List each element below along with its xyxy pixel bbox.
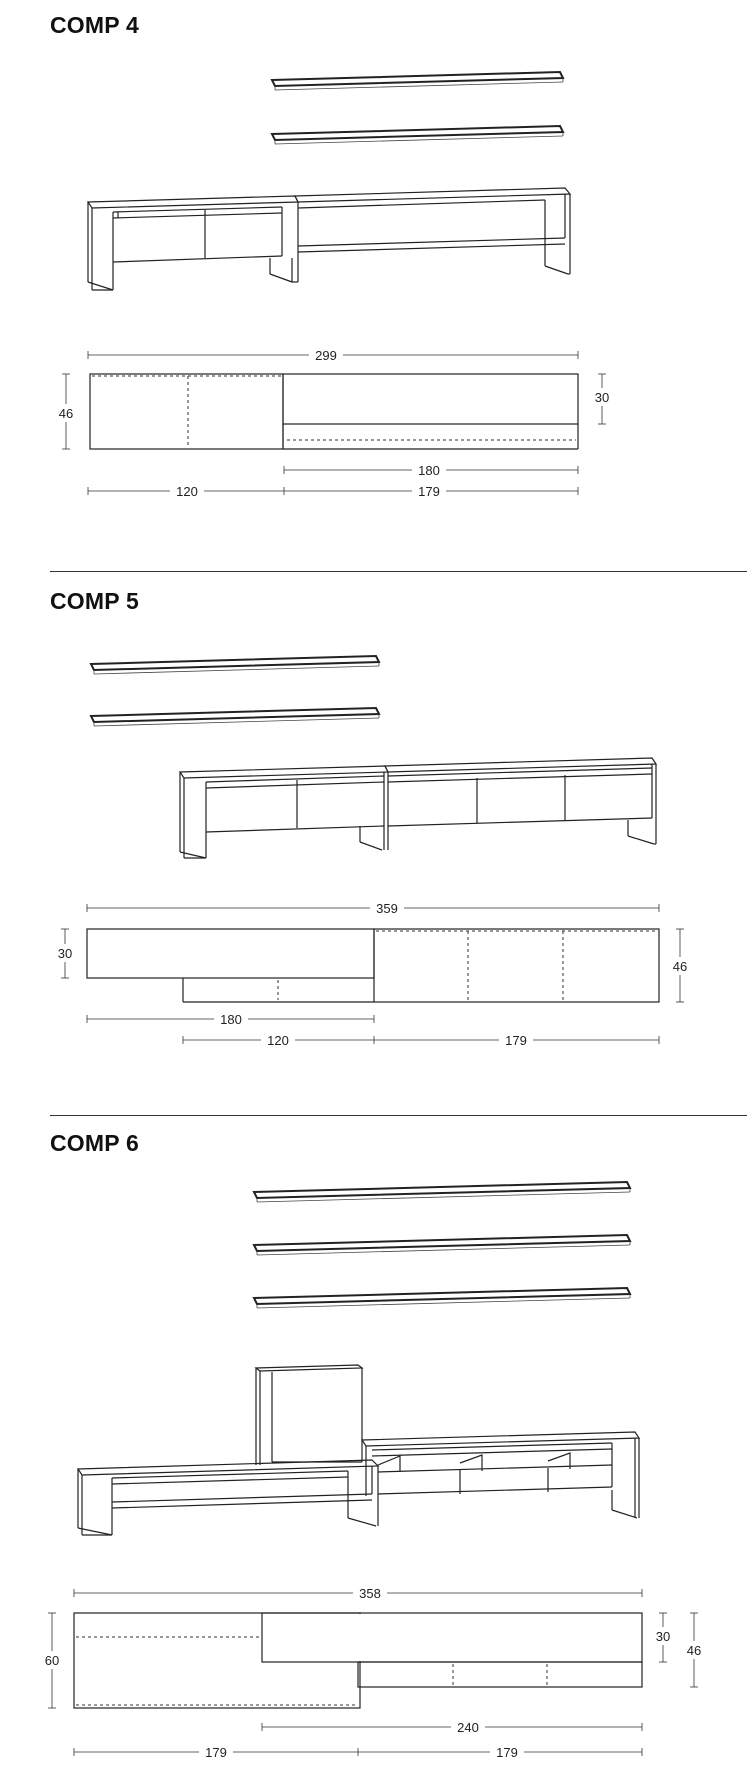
comp4-dim-height-tall: 46 — [54, 373, 78, 450]
comp6-dim-height-mid-label: 46 — [687, 1643, 701, 1658]
comp6-dim-mid-len: 240 — [261, 1718, 643, 1736]
comp4-drawing: 299 46 30 180 120 179 — [54, 70, 614, 500]
comp5-dim-low-len-label: 180 — [220, 1012, 242, 1027]
comp6-dim-mid-len-label: 240 — [457, 1720, 479, 1735]
comp6-dim-split: 179 179 — [73, 1743, 643, 1761]
comp4-dim-right-len-label: 179 — [418, 484, 440, 499]
comp5-shelf-1 — [89, 654, 381, 675]
comp6-dim-right-len-label: 179 — [496, 1745, 518, 1760]
comp4-dim-low-len-label: 180 — [418, 463, 440, 478]
comp4-perspective-view — [86, 187, 572, 291]
comp6-shelf-1 — [252, 1180, 632, 1203]
comp6-dim-height-low: 30 — [651, 1612, 675, 1663]
comp4-dim-height-tall-label: 46 — [59, 406, 73, 421]
comp6-drawing: 358 60 30 46 240 179 179 — [40, 1180, 706, 1761]
comp5-dim-left-len-label: 120 — [267, 1033, 289, 1048]
comp6-front-elevation — [73, 1612, 643, 1709]
comp5-drawing: 359 30 46 180 120 179 — [53, 654, 692, 1049]
section-title-comp5: COMP 5 — [50, 588, 139, 614]
comp4-dim-split: 120 179 — [87, 482, 579, 500]
comp4-dim-low-len: 180 — [283, 461, 579, 479]
comp5-front-elevation — [86, 928, 660, 1003]
comp6-dim-height-mid: 46 — [682, 1612, 706, 1688]
section-title-comp6: COMP 6 — [50, 1130, 139, 1156]
comp6-dim-left-len-label: 179 — [205, 1745, 227, 1760]
comp6-shelf-2 — [252, 1233, 632, 1256]
comp4-dim-left-len-label: 120 — [176, 484, 198, 499]
section-title-comp4: COMP 4 — [50, 12, 139, 38]
comp5-dim-low-len: 180 — [86, 1010, 375, 1028]
comp5-dim-total-label: 359 — [376, 901, 398, 916]
comp4-shelf-1 — [270, 70, 565, 91]
comp5-shelf-2 — [89, 706, 381, 727]
comp5-dim-height-tall: 46 — [668, 928, 692, 1003]
comp6-dim-height-tall: 60 — [40, 1612, 64, 1709]
comp4-dim-height-low-label: 30 — [595, 390, 609, 405]
section-divider-2 — [50, 1115, 747, 1116]
comp5-dim-height-tall-label: 46 — [673, 959, 687, 974]
comp6-dim-total-label: 358 — [359, 1586, 381, 1601]
comp5-dim-total: 359 — [86, 899, 660, 917]
comp6-shelf-3 — [252, 1286, 632, 1309]
comp5-dim-height-low: 30 — [53, 928, 77, 979]
comp4-shelf-2 — [270, 124, 565, 145]
comp4-dim-total: 299 — [87, 346, 579, 364]
comp5-perspective-view — [178, 757, 658, 859]
comp5-dim-split: 120 179 — [182, 1031, 660, 1049]
comp5-dim-height-low-label: 30 — [58, 946, 72, 961]
comp4-dim-total-label: 299 — [315, 348, 337, 363]
comp5-dim-right-len-label: 179 — [505, 1033, 527, 1048]
comp6-perspective-view — [76, 1364, 641, 1536]
section-divider-1 — [50, 571, 747, 572]
comp6-dim-height-tall-label: 60 — [45, 1653, 59, 1668]
comp6-dim-total: 358 — [73, 1584, 643, 1602]
comp6-dim-height-low-label: 30 — [656, 1629, 670, 1644]
comp4-front-elevation — [89, 373, 579, 450]
comp4-dim-height-low: 30 — [590, 373, 614, 425]
